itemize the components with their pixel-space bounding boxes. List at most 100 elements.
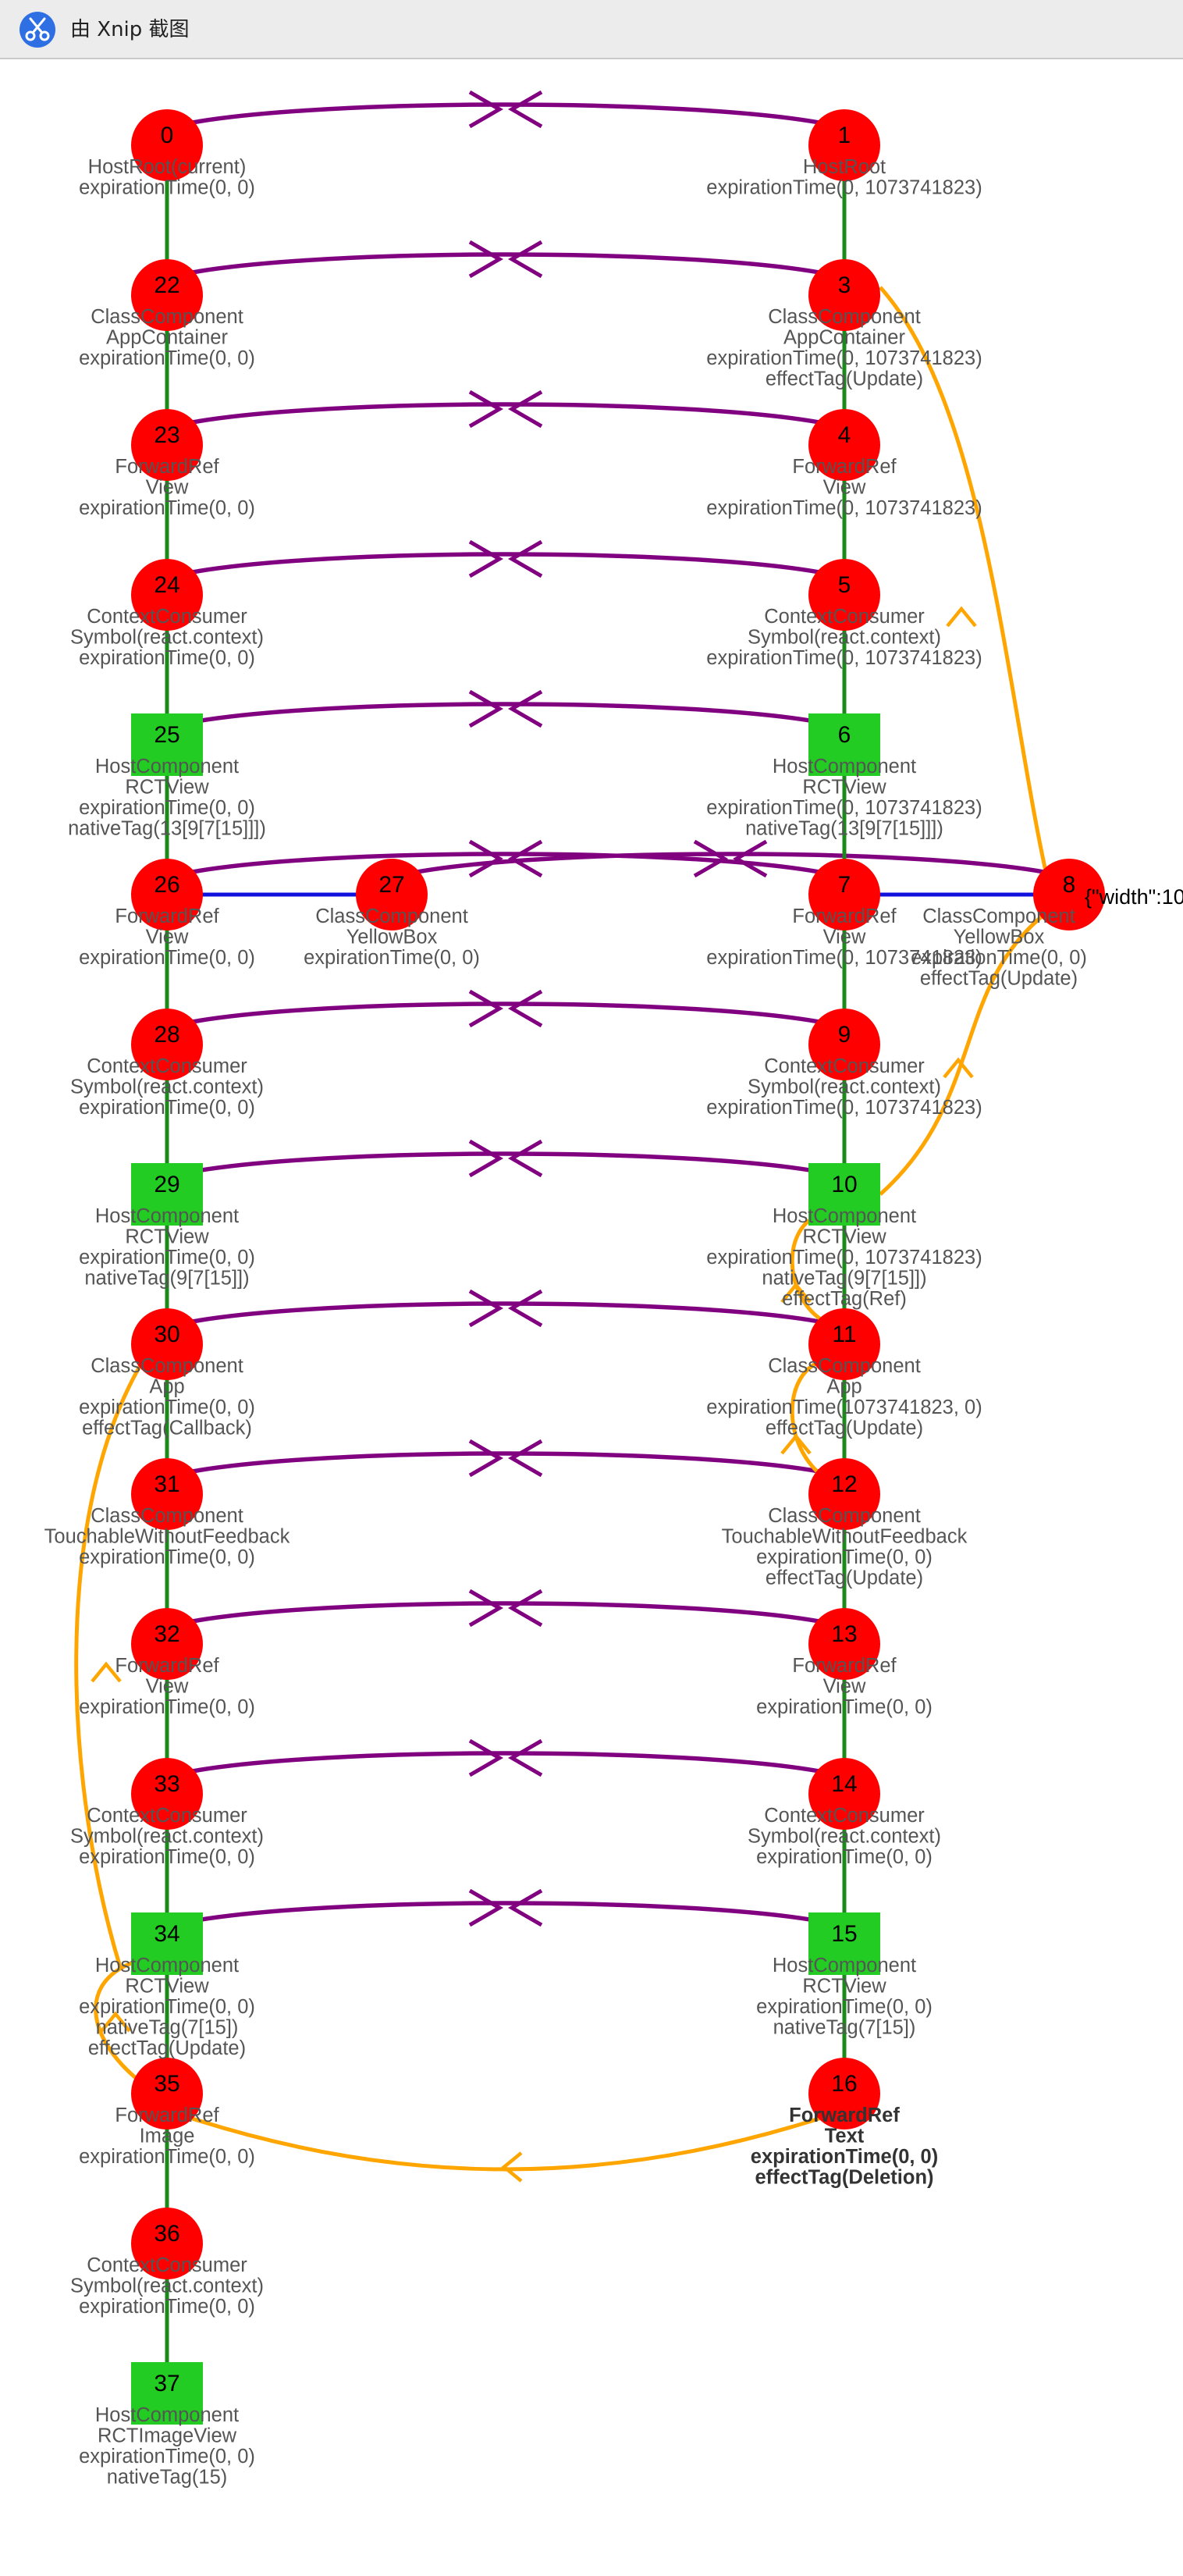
node-25-square bbox=[131, 713, 203, 776]
node-24-id: 24 bbox=[154, 572, 179, 598]
node-5-label-0: ContextConsumer bbox=[764, 606, 925, 628]
node-32-label-2: expirationTime(0, 0) bbox=[79, 1696, 255, 1718]
node-0-label-1: expirationTime(0, 0) bbox=[79, 177, 255, 199]
node-30-label-3: effectTag(Callback) bbox=[82, 1418, 252, 1439]
node-35-label-0: ForwardRef bbox=[115, 2105, 219, 2126]
node-5-id: 5 bbox=[838, 572, 851, 598]
node-1-circle bbox=[808, 109, 880, 181]
node-15-label-2: expirationTime(0, 0) bbox=[756, 1996, 933, 2018]
node-11-label-1: App bbox=[826, 1376, 861, 1398]
node-31-circle bbox=[131, 1458, 203, 1530]
window-title: 由 Xnip 截图 bbox=[70, 18, 190, 41]
node-12-id: 12 bbox=[831, 1471, 857, 1497]
alternate-arrow-right-24-5 bbox=[468, 539, 503, 578]
node-14-label-2: expirationTime(0, 0) bbox=[756, 1846, 933, 1868]
node-16-label-3: effectTag(Deletion) bbox=[755, 2167, 933, 2189]
node-28-id: 28 bbox=[154, 1022, 179, 1048]
node-36-label-2: expirationTime(0, 0) bbox=[79, 2296, 255, 2318]
node-3-label-0: ClassComponent bbox=[768, 306, 921, 328]
effect-arrow-34-30 bbox=[91, 1661, 122, 1683]
node-35-label-1: Image bbox=[140, 2126, 195, 2147]
node-34-square bbox=[131, 1912, 203, 1975]
node-26-label-2: expirationTime(0, 0) bbox=[79, 947, 255, 969]
node-35-circle bbox=[131, 2058, 203, 2129]
diagram-labels: HostRoot(current)expirationTime(0, 0)Hos… bbox=[44, 156, 1087, 2489]
node-30-id: 30 bbox=[154, 1322, 179, 1347]
effect-arrow-8-3 bbox=[946, 606, 977, 628]
alternate-edge-30-11 bbox=[166, 1301, 845, 1329]
alternate-arrow-left-28-9 bbox=[508, 989, 543, 1028]
node-6-label-2: expirationTime(0, 1073741823) bbox=[706, 797, 982, 819]
effect-arrow-11-10 bbox=[780, 1282, 812, 1304]
node-33-circle bbox=[131, 1758, 203, 1830]
node-29-label-3: nativeTag(9[7[15]]) bbox=[84, 1268, 249, 1290]
node-37-label-0: HostComponent bbox=[95, 2404, 239, 2426]
node-36-label-1: Symbol(react.context) bbox=[70, 2275, 264, 2297]
alternate-edge-25-6 bbox=[166, 702, 845, 730]
node-3-circle bbox=[808, 259, 880, 331]
alternate-edge-31-12 bbox=[166, 1451, 845, 1479]
node-26-circle bbox=[131, 859, 203, 930]
alternate-edge-29-10 bbox=[166, 1151, 845, 1179]
node-0-id: 0 bbox=[161, 123, 174, 148]
node-5-label-2: expirationTime(0, 1073741823) bbox=[706, 647, 982, 669]
effect-arrow-12-11 bbox=[780, 1433, 812, 1455]
child-edges bbox=[165, 145, 847, 2393]
node-37-id: 37 bbox=[154, 2371, 179, 2396]
node-30-label-2: expirationTime(0, 0) bbox=[79, 1397, 255, 1418]
node-28-label-1: Symbol(react.context) bbox=[70, 1076, 264, 1098]
node-29-square bbox=[131, 1163, 203, 1226]
alternate-edge-28-9 bbox=[166, 1002, 845, 1030]
alternate-arrow-left-24-5 bbox=[508, 539, 543, 578]
effect-edge-10-8 bbox=[879, 912, 1047, 1196]
node-22-circle bbox=[131, 259, 203, 331]
alternate-arrow-right-22-3 bbox=[468, 240, 503, 279]
node-10-id: 10 bbox=[831, 1172, 857, 1197]
node-28-label-0: ContextConsumer bbox=[87, 1055, 247, 1077]
node-22-id: 22 bbox=[154, 272, 179, 298]
node-9-circle bbox=[808, 1009, 880, 1080]
node-27-id: 27 bbox=[378, 872, 404, 898]
node-29-label-2: expirationTime(0, 0) bbox=[79, 1247, 255, 1268]
node-14-id: 14 bbox=[831, 1771, 857, 1797]
node-13-label-2: expirationTime(0, 0) bbox=[756, 1696, 933, 1718]
node-16-label-1: Text bbox=[825, 2126, 865, 2147]
node-3-label-3: effectTag(Update) bbox=[766, 368, 923, 390]
node-27-circle bbox=[356, 859, 428, 930]
node-9-label-2: expirationTime(0, 1073741823) bbox=[706, 1097, 982, 1119]
node-37-label-2: expirationTime(0, 0) bbox=[79, 2446, 255, 2467]
node-13-circle bbox=[808, 1608, 880, 1680]
node-16-label-0: ForwardRef bbox=[789, 2105, 900, 2126]
node-37-label-1: RCTImageView bbox=[98, 2425, 237, 2447]
node-31-label-0: ClassComponent bbox=[91, 1505, 243, 1527]
node-4-label-0: ForwardRef bbox=[792, 456, 897, 478]
alternate-edge-33-14 bbox=[166, 1751, 845, 1779]
node-13-label-0: ForwardRef bbox=[792, 1655, 897, 1677]
node-11-label-0: ClassComponent bbox=[768, 1355, 921, 1377]
alternate-arrow-left-29-10 bbox=[508, 1139, 543, 1178]
node-9-id: 9 bbox=[838, 1022, 851, 1048]
node-6-label-3: nativeTag(13[9[7[15]]]) bbox=[745, 818, 943, 840]
alternate-arrow-right-31-12 bbox=[468, 1439, 503, 1478]
node-37-label-3: nativeTag(15) bbox=[107, 2467, 228, 2489]
node-11-label-2: expirationTime(1073741823, 0) bbox=[706, 1397, 982, 1418]
node-6-label-0: HostComponent bbox=[773, 756, 916, 777]
alternate-arrow-left-23-4 bbox=[508, 390, 543, 429]
node-23-id: 23 bbox=[154, 422, 179, 448]
node-31-label-2: expirationTime(0, 0) bbox=[79, 1546, 255, 1568]
node-10-square bbox=[808, 1163, 880, 1226]
node-37-square bbox=[131, 2362, 203, 2425]
node-6-square bbox=[808, 713, 880, 776]
node-26-label-1: View bbox=[146, 927, 189, 948]
node-1-label-1: expirationTime(0, 1073741823) bbox=[706, 177, 982, 199]
node-33-label-2: expirationTime(0, 0) bbox=[79, 1846, 255, 1868]
node-34-label-2: expirationTime(0, 0) bbox=[79, 1996, 255, 2018]
node-6-label-1: RCTView bbox=[802, 777, 886, 799]
alternate-arrow-right-0-1 bbox=[468, 90, 503, 129]
node-8-circle bbox=[1033, 859, 1105, 930]
node-4-label-2: expirationTime(0, 1073741823) bbox=[706, 497, 982, 519]
node-12-label-1: TouchableWithoutFeedback bbox=[722, 1526, 968, 1548]
node-11-id: 11 bbox=[832, 1322, 856, 1347]
node-31-label-1: TouchableWithoutFeedback bbox=[44, 1526, 290, 1548]
